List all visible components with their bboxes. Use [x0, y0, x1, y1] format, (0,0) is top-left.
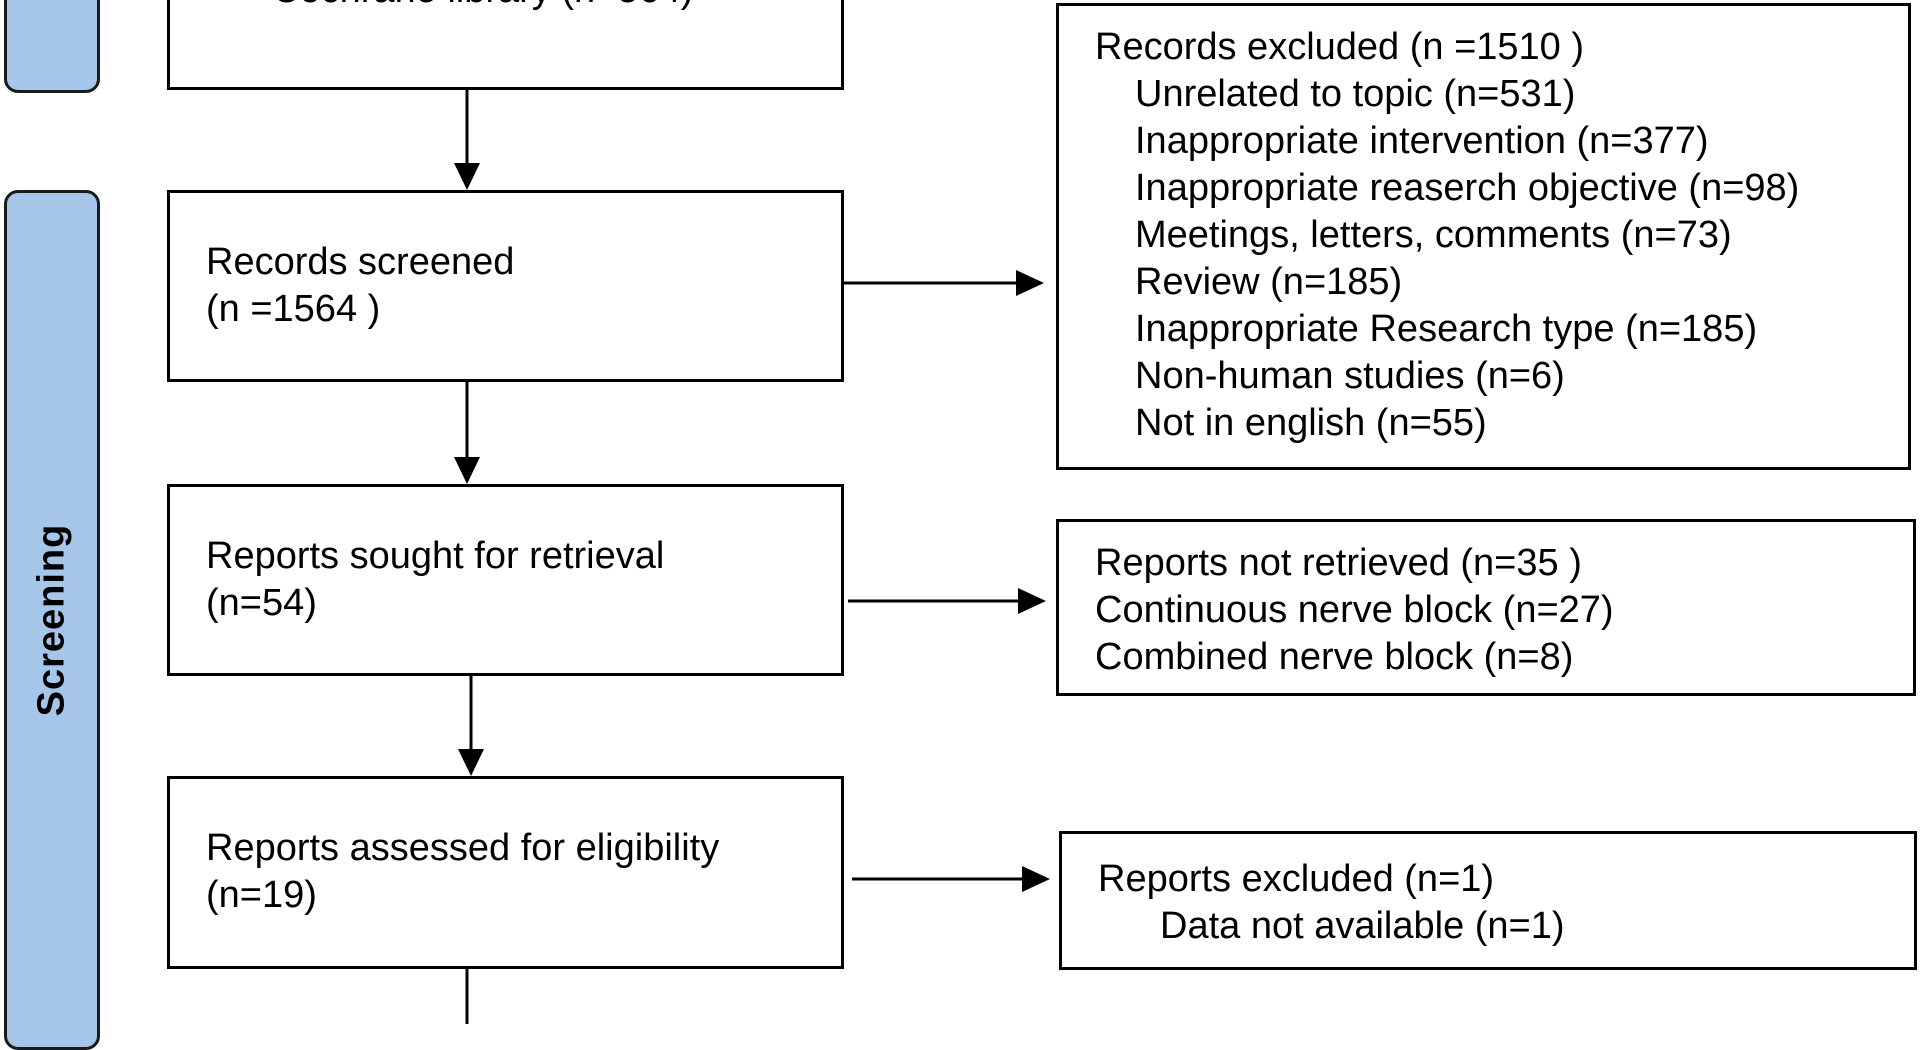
reports-sought-count: (n=54)	[206, 582, 317, 624]
identified-text: Cochrane library (n=564)	[272, 0, 831, 14]
reports-assessed-count: (n=19)	[206, 874, 317, 916]
records-excluded-item: Non-human studies (n=6)	[1135, 355, 1565, 397]
reports-excluded-box: Reports excluded (n=1) Data not availabl…	[1059, 831, 1917, 970]
records-screened-label: Records screened	[206, 241, 515, 283]
records-excluded-item: Unrelated to topic (n=531)	[1135, 73, 1576, 115]
prisma-flow-diagram: Screening Cochrane library (n=564) Recor…	[4, 0, 1917, 1050]
reports-assessed-label: Reports assessed for eligibility	[206, 827, 720, 869]
reports-not-retrieved-item: Continuous nerve block (n=27)	[1095, 589, 1614, 631]
reports-sought-box: Reports sought for retrieval (n=54)	[167, 484, 844, 676]
screening-stage-tab: Screening	[4, 190, 100, 1050]
records-excluded-item: Review (n=185)	[1135, 261, 1403, 303]
reports-not-retrieved-title: Reports not retrieved (n=35 )	[1095, 542, 1582, 584]
records-excluded-item: Not in english (n=55)	[1135, 402, 1487, 444]
records-excluded-item: Inappropriate Research type (n=185)	[1135, 308, 1758, 350]
flow-arrows	[454, 90, 1050, 1024]
identification-stage-tab	[4, 0, 100, 93]
reports-excluded-item: Data not available (n=1)	[1160, 905, 1565, 947]
records-excluded-box: Records excluded (n =1510 ) Unrelated to…	[1056, 3, 1911, 470]
reports-not-retrieved-box: Reports not retrieved (n=35 ) Continuous…	[1056, 519, 1916, 696]
records-screened-box: Records screened (n =1564 )	[167, 190, 844, 382]
records-excluded-item: Meetings, letters, comments (n=73)	[1135, 214, 1732, 256]
reports-assessed-box: Reports assessed for eligibility (n=19)	[167, 776, 844, 969]
reports-not-retrieved-item: Combined nerve block (n=8)	[1095, 636, 1574, 678]
reports-excluded-title: Reports excluded (n=1)	[1098, 858, 1495, 900]
identified-box: Cochrane library (n=564)	[167, 0, 844, 90]
reports-sought-label: Reports sought for retrieval	[206, 535, 665, 577]
records-excluded-item: Inappropriate reaserch objective (n=98)	[1135, 167, 1800, 209]
records-screened-count: (n =1564 )	[206, 288, 381, 330]
records-excluded-item: Inappropriate intervention (n=377)	[1135, 120, 1709, 162]
records-excluded-title: Records excluded (n =1510 )	[1095, 26, 1585, 68]
